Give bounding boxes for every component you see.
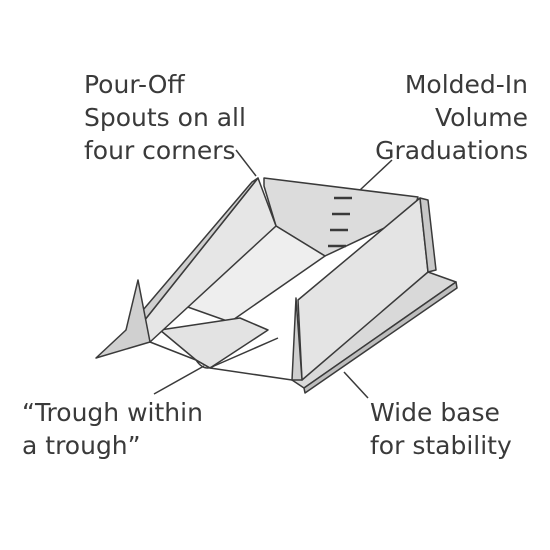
leader-trough: [153, 365, 205, 395]
leader-wide-base: [343, 371, 369, 399]
inner-trough: [159, 317, 269, 369]
pour-off-callout: Pour-Off Spouts on all four corners: [84, 70, 246, 165]
wide-base-callout: Wide base for stability: [370, 398, 512, 460]
inner-trough-lip: [195, 337, 279, 369]
graduations-callout: Molded-In Volume Graduations: [375, 70, 528, 165]
right-spout: [291, 297, 303, 381]
right-wall-end: [419, 197, 437, 273]
left-spout: [95, 279, 151, 359]
leader-graduations: [359, 159, 393, 191]
trough-callout: “Trough within a trough”: [22, 398, 203, 460]
graduation-marks: [328, 196, 352, 248]
leader-pour-off: [235, 149, 257, 177]
base-flange-edge: [303, 281, 458, 394]
front-rim: [149, 341, 293, 381]
